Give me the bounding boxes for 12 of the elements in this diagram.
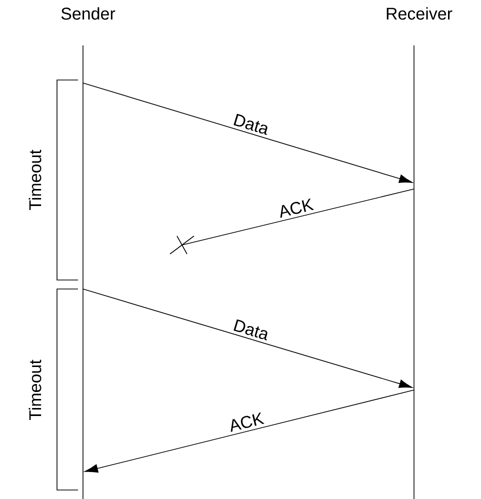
edge-label: Data: [234, 114, 268, 135]
arrow: [84, 390, 414, 473]
bracket-label: Timeout: [28, 360, 42, 420]
bracket-label: Timeout: [28, 150, 42, 210]
participant-label: Sender: [61, 7, 116, 20]
arrow: [82, 82, 412, 183]
lifeline: [82, 45, 84, 499]
edge-label: Data: [234, 319, 268, 340]
edge-label: ACK: [280, 198, 314, 218]
edge-label: ACK: [230, 412, 264, 432]
participant-label: Receiver: [386, 7, 452, 20]
arrow: [82, 288, 412, 388]
